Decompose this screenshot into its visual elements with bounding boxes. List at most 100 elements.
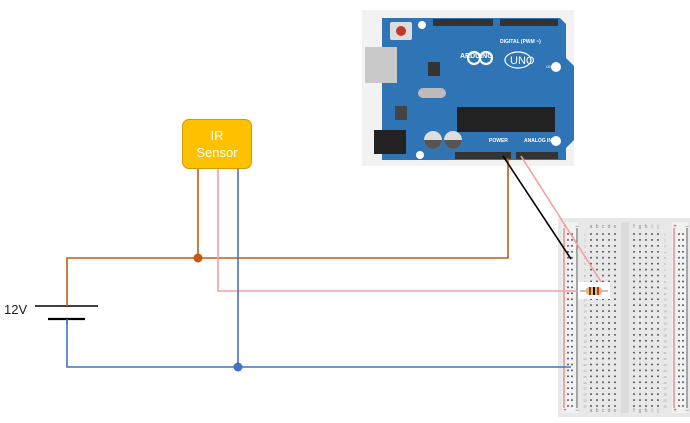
breadboard-hole xyxy=(614,274,616,277)
breadboard-hole xyxy=(657,239,659,241)
breadboard-hole xyxy=(596,351,598,354)
breadboard-hole xyxy=(633,322,635,324)
breadboard-hole xyxy=(645,369,647,372)
breadboard-hole xyxy=(602,334,604,336)
breadboard-hole xyxy=(602,351,604,354)
breadboard-hole xyxy=(571,239,573,241)
breadboard-hole xyxy=(651,316,653,318)
usb-port xyxy=(365,47,397,83)
breadboard-hole xyxy=(590,381,592,384)
breadboard-hole xyxy=(645,405,647,407)
breadboard-hole xyxy=(651,357,653,360)
breadboard-hole xyxy=(608,351,610,354)
breadboard-hole xyxy=(633,405,635,407)
breadboard-hole xyxy=(639,363,641,366)
breadboard-hole xyxy=(633,381,635,384)
resistor xyxy=(578,282,610,299)
breadboard-hole xyxy=(633,339,635,342)
breadboard-hole xyxy=(590,280,592,283)
breadboard-label: 22 xyxy=(663,357,667,361)
breadboard-hole xyxy=(639,274,641,277)
breadboard-hole xyxy=(678,369,680,372)
breadboard-hole xyxy=(614,334,616,336)
breadboard-hole xyxy=(602,316,604,318)
breadboard-hole xyxy=(614,310,616,312)
breadboard-hole xyxy=(608,357,610,360)
breadboard-label: 24 xyxy=(583,369,587,373)
breadboard-hole xyxy=(602,250,604,253)
breadboard-hole xyxy=(682,351,684,354)
breadboard-label: i xyxy=(651,224,652,230)
breadboard-label: h xyxy=(645,224,648,230)
breadboard-hole xyxy=(678,310,680,312)
breadboard-label: − xyxy=(685,408,689,414)
ir-sensor: IR Sensor xyxy=(182,119,252,169)
breadboard-hole xyxy=(639,357,641,360)
breadboard-hole xyxy=(639,351,641,354)
breadboard-hole xyxy=(608,280,610,283)
breadboard-hole xyxy=(682,256,684,259)
breadboard-hole xyxy=(639,310,641,312)
breadboard-hole xyxy=(678,256,680,259)
breadboard-label: b xyxy=(596,408,599,414)
breadboard-hole xyxy=(678,304,680,306)
breadboard-hole xyxy=(633,363,635,366)
breadboard-hole xyxy=(682,274,684,277)
breadboard-hole xyxy=(682,375,684,378)
breadboard-hole xyxy=(639,328,641,330)
sensor-signal-wire xyxy=(217,169,595,292)
analog-label: ANALOG IN xyxy=(524,138,552,144)
breadboard-hole xyxy=(645,310,647,312)
breadboard-label: a xyxy=(590,408,593,414)
breadboard-hole xyxy=(590,328,592,330)
breadboard-hole xyxy=(602,298,604,301)
breadboard-hole xyxy=(657,274,659,277)
breadboard-hole xyxy=(571,375,573,378)
breadboard-label: 1 xyxy=(664,233,666,237)
breadboard-hole xyxy=(596,393,598,395)
breadboard-label: d xyxy=(608,408,611,414)
power-label: POWER xyxy=(489,138,508,144)
breadboard-hole xyxy=(571,316,573,318)
breadboard-hole xyxy=(678,316,680,318)
breadboard-hole xyxy=(678,250,680,253)
breadboard-label: 6 xyxy=(664,262,666,266)
breadboard-hole xyxy=(651,256,653,259)
breadboard-hole xyxy=(645,316,647,318)
breadboard-hole xyxy=(590,245,592,247)
breadboard-hole xyxy=(614,375,616,378)
breadboard-hole xyxy=(633,357,635,360)
breadboard-hole xyxy=(639,339,641,342)
breadboard-hole xyxy=(682,250,684,253)
breadboard-hole xyxy=(596,268,598,271)
breadboard-hole xyxy=(608,363,610,366)
breadboard-hole xyxy=(678,286,680,289)
breadboard-hole xyxy=(645,298,647,301)
breadboard-hole xyxy=(657,405,659,407)
a0-signal-wire xyxy=(520,155,606,289)
breadboard-label: 4 xyxy=(584,250,586,254)
breadboard-hole xyxy=(633,399,635,401)
breadboard-hole xyxy=(614,256,616,259)
breadboard-hole xyxy=(645,304,647,306)
breadboard-hole xyxy=(596,334,598,336)
breadboard: 1122334455667788991010111112121313141415… xyxy=(558,218,690,417)
breadboard-label: 27 xyxy=(663,387,667,391)
breadboard-hole xyxy=(657,351,659,354)
breadboard-hole xyxy=(657,381,659,384)
breadboard-hole xyxy=(639,334,641,336)
breadboard-hole xyxy=(645,328,647,330)
breadboard-hole xyxy=(596,387,598,390)
breadboard-hole xyxy=(590,274,592,277)
breadboard-hole xyxy=(651,233,653,235)
breadboard-label: 25 xyxy=(663,375,667,379)
breadboard-hole xyxy=(571,262,573,265)
breadboard-hole xyxy=(608,339,610,342)
breadboard-hole xyxy=(657,286,659,289)
breadboard-label: a xyxy=(590,224,593,230)
breadboard-hole xyxy=(590,405,592,407)
breadboard-label: 24 xyxy=(663,369,667,373)
breadboard-hole xyxy=(682,233,684,235)
breadboard-hole xyxy=(571,280,573,283)
